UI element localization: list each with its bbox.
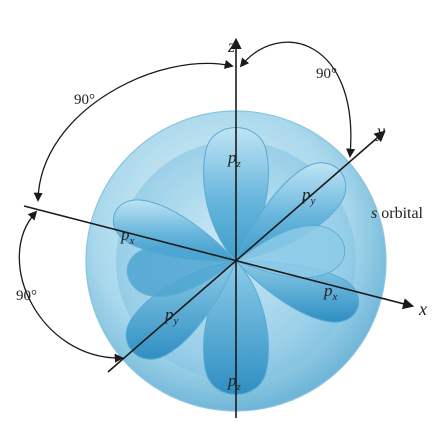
x-axis-label: x: [418, 299, 427, 319]
angle-label-top-right: 90°: [316, 66, 337, 82]
z-axis-label: z: [227, 36, 235, 56]
angle-label-left: 90°: [16, 288, 37, 304]
angle-label-top-left: 90°: [74, 92, 95, 108]
y-axis-label: y: [375, 121, 385, 141]
